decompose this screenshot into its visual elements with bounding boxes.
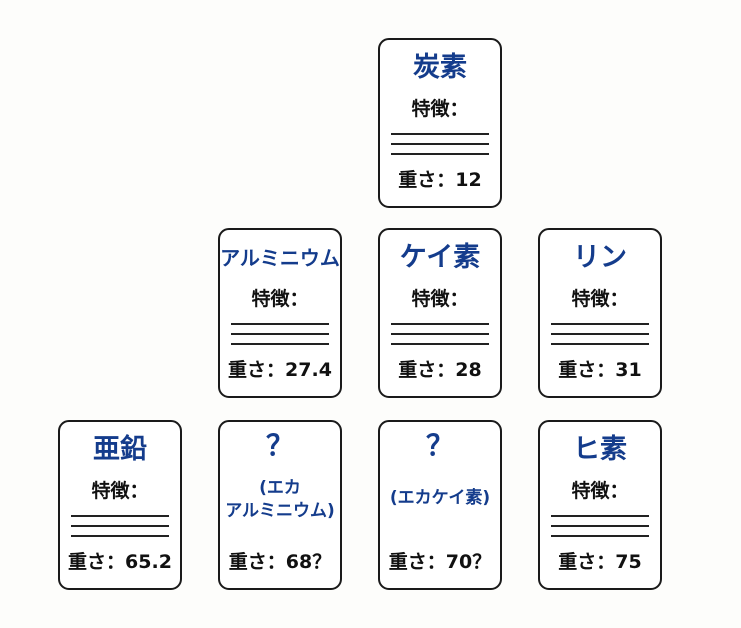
card-silicon: ケイ素 特徴： 重さ：28 xyxy=(378,228,502,398)
card-weight: 重さ：70？ xyxy=(388,551,492,573)
card-weight: 重さ：75 xyxy=(558,551,642,573)
feature-label: 特徴： xyxy=(91,480,149,502)
blank-lines xyxy=(391,323,489,345)
card-name: ケイ素 xyxy=(399,242,481,273)
card-zinc: 亜鉛 特徴： 重さ：65.2 xyxy=(58,420,182,590)
card-name: ヒ素 xyxy=(573,434,627,465)
card-weight: 重さ：65.2 xyxy=(68,551,172,573)
blank-lines xyxy=(391,133,489,155)
card-subname-line1: (エカケイ素) xyxy=(389,488,491,508)
feature-label: 特徴： xyxy=(571,480,629,502)
card-name: 亜鉛 xyxy=(93,434,147,465)
blank-lines xyxy=(231,323,329,345)
card-name: リン xyxy=(573,242,627,273)
card-weight: 重さ：68？ xyxy=(228,551,332,573)
card-weight: 重さ：31 xyxy=(558,359,642,381)
card-eka-aluminum: ？ (エカ アルミニウム) 重さ：68？ xyxy=(218,420,342,590)
blank-lines xyxy=(551,323,649,345)
unknown-mark: ？ xyxy=(265,429,294,462)
card-carbon: 炭素 特徴： 重さ：12 xyxy=(378,38,502,208)
card-phosphorus: リン 特徴： 重さ：31 xyxy=(538,228,662,398)
card-weight: 重さ：27.4 xyxy=(228,359,332,381)
card-eka-silicon: ？ (エカケイ素) 重さ：70？ xyxy=(378,420,502,590)
blank-lines xyxy=(551,515,649,537)
card-name: 炭素 xyxy=(413,52,467,83)
card-subname-line1: (エカ xyxy=(259,478,301,498)
card-weight: 重さ：28 xyxy=(398,359,482,381)
blank-lines xyxy=(71,515,169,537)
card-arsenic: ヒ素 特徴： 重さ：75 xyxy=(538,420,662,590)
card-weight: 重さ：12 xyxy=(398,169,482,191)
feature-label: 特徴： xyxy=(251,288,309,310)
feature-label: 特徴： xyxy=(411,98,469,120)
card-subname-line2: アルミニウム) xyxy=(225,501,335,521)
feature-label: 特徴： xyxy=(411,288,469,310)
card-name: アルミニウム xyxy=(220,246,340,270)
unknown-mark: ？ xyxy=(425,429,454,462)
card-aluminum: アルミニウム 特徴： 重さ：27.4 xyxy=(218,228,342,398)
feature-label: 特徴： xyxy=(571,288,629,310)
